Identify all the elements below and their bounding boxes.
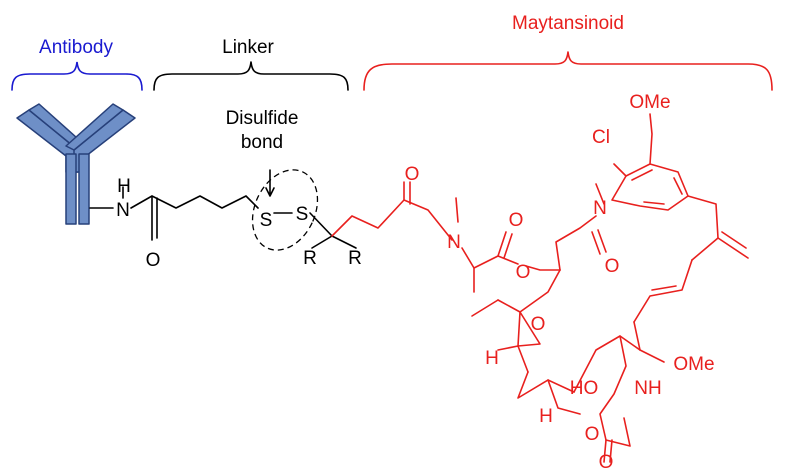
ester-carbonyl-oxygen-label: O (509, 210, 524, 231)
antibody-heading: Antibody (39, 37, 113, 58)
carbamate-carbonyl-oxygen-label: O (599, 452, 614, 471)
lower-hydrogen-label: H (539, 406, 553, 427)
maytansinoid-brace (363, 51, 773, 91)
maytansinoid-structure (331, 113, 749, 463)
sulfur-1-label: S (260, 210, 273, 231)
disulfide-label-line2: bond (241, 132, 283, 153)
linker-brace (153, 61, 349, 91)
epoxide-hydrogen-label: H (485, 348, 499, 369)
r-group-1-label: R (303, 248, 317, 269)
ester-oxygen-label: O (516, 262, 531, 283)
n-methyl-label: N (447, 232, 461, 253)
ketone-oxygen-label: O (405, 164, 420, 185)
hydroxyl-label: HO (570, 378, 599, 399)
methoxy-top-label: OMe (629, 92, 670, 113)
r-group-2-label: R (348, 248, 362, 269)
carbamate-nh-label: NH (634, 378, 661, 399)
sulfur-2-label: S (296, 204, 309, 225)
epoxide-oxygen-label: O (531, 314, 546, 335)
maytansinoid-heading: Maytansinoid (512, 13, 624, 34)
nh-hydrogen-label: H (117, 176, 131, 197)
linker-heading: Linker (222, 37, 274, 58)
chloro-label: Cl (592, 127, 610, 148)
antibody-brace (11, 61, 143, 91)
nh-nitrogen-label: N (116, 200, 130, 221)
disulfide-label-line1: Disulfide (226, 108, 299, 129)
ring-nitrogen-label: N (593, 198, 607, 219)
lactam-oxygen-label: O (605, 256, 620, 277)
linker-structure (89, 169, 357, 251)
methoxy-right-label: OMe (673, 354, 714, 375)
carbamate-oxygen-label: O (585, 424, 600, 445)
antibody-icon (16, 103, 136, 225)
amide-oxygen-label: O (146, 250, 161, 271)
